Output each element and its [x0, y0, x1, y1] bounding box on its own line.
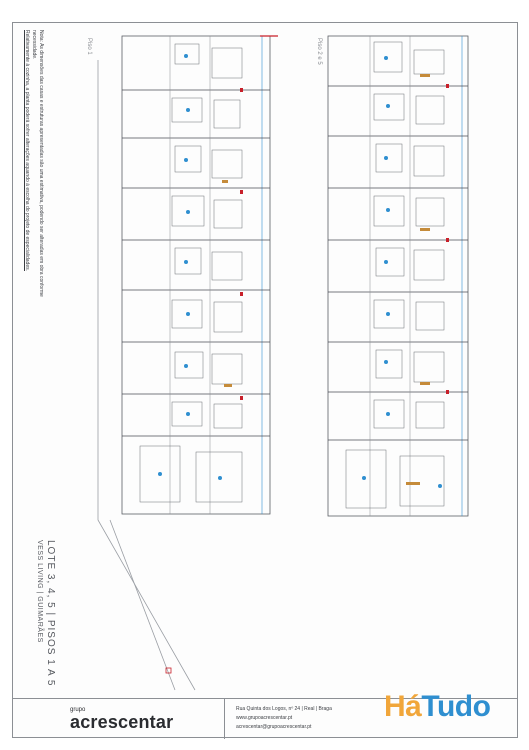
hatudo-watermark: HáTudo — [384, 690, 491, 723]
rooms-piso-2-5 — [345, 41, 445, 509]
logo-grupo: grupo — [70, 707, 86, 713]
sheet-title: LOTE 3, 4, 5 | PISOS 1 A 5 — [45, 540, 56, 687]
contact-email[interactable]: acrescentar@grupoacrescentar.pt — [236, 724, 312, 730]
watermark-part-b: Tudo — [421, 690, 491, 723]
site-boundary — [97, 60, 196, 691]
site-path — [109, 519, 176, 691]
note-line-1: Nota: As dimensões das casas e estrutura… — [38, 30, 44, 297]
sheet-subtitle: VESS LIVING | GUIMARÃES — [36, 540, 43, 643]
plan-outline-piso-1 — [121, 35, 271, 515]
sheet-title-block: LOTE 3, 4, 5 | PISOS 1 A 5 VESS LIVING |… — [36, 540, 56, 686]
logo-name: acrescentar — [70, 712, 174, 732]
unit-dividers-piso-1 — [122, 36, 270, 514]
contact-address: Rua Quinta dos Logos, nº 24 | Real | Bra… — [236, 706, 332, 712]
company-logo: grupo acrescentar — [70, 707, 173, 731]
drawing-sheet — [12, 22, 518, 738]
footer-divider — [224, 699, 225, 739]
unit-dividers-piso-2-5 — [328, 36, 468, 516]
footer-bar: grupo acrescentar Rua Quinta dos Logos, … — [12, 698, 518, 739]
note-line-2: necessidade. — [31, 30, 37, 60]
watermark-part-a: Há — [384, 690, 422, 723]
contact-info: Rua Quinta dos Logos, nº 24 | Real | Bra… — [236, 705, 332, 732]
note-line-3: Relativamente à cozinha, a planta poderá… — [24, 30, 30, 271]
floor-label-piso-1: Piso 1 — [86, 38, 92, 55]
floor-label-piso-2-5: Piso 2 e 5 — [316, 38, 322, 65]
fixtures-piso-1 — [158, 54, 243, 674]
rooms-piso-1 — [139, 43, 243, 503]
plan-outline-piso-2-5 — [327, 35, 469, 517]
contact-website[interactable]: www.grupoacrescentar.pt — [236, 715, 293, 721]
plan-piso-1 — [97, 35, 278, 691]
sheet-note: Nota: As dimensões das casas e estrutura… — [23, 30, 44, 382]
fixtures-piso-2-5 — [362, 56, 449, 488]
plan-piso-2-5 — [327, 35, 469, 517]
